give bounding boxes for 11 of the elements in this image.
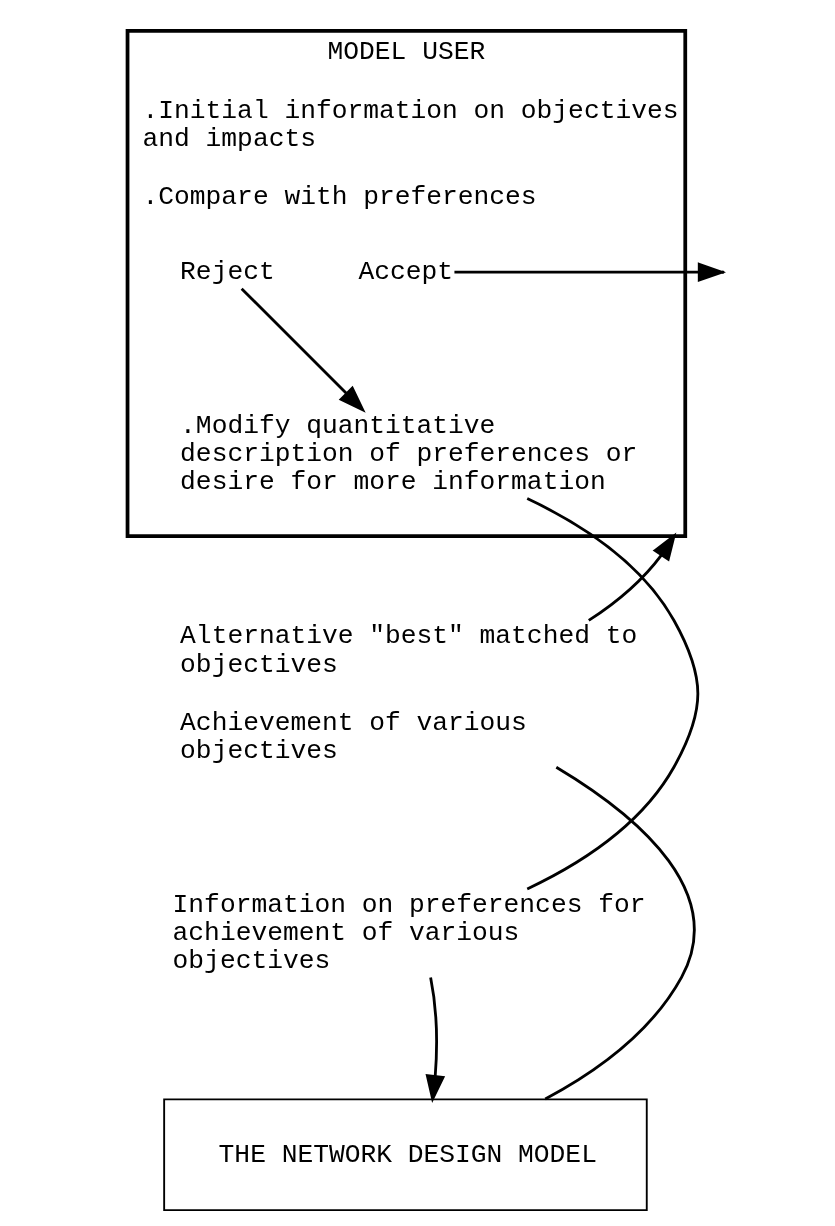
connector — [526, 497, 699, 891]
node-text: Alternative "best" matched to objectives Achievement of various objectives — [179, 621, 637, 766]
node-box: THE NETWORK DESIGN MODEL — [162, 1098, 648, 1212]
connector — [544, 766, 695, 1101]
node-text: Reject — [179, 257, 275, 288]
node-text: Accept — [358, 257, 453, 288]
arrow — [425, 977, 445, 1104]
arrow — [587, 532, 676, 622]
node-text: .Modify quantitative description of preferences or desire for more information — [179, 411, 637, 498]
node-text: Information on preferences for achievement of various objectives — [172, 889, 645, 977]
arrow — [240, 287, 366, 413]
